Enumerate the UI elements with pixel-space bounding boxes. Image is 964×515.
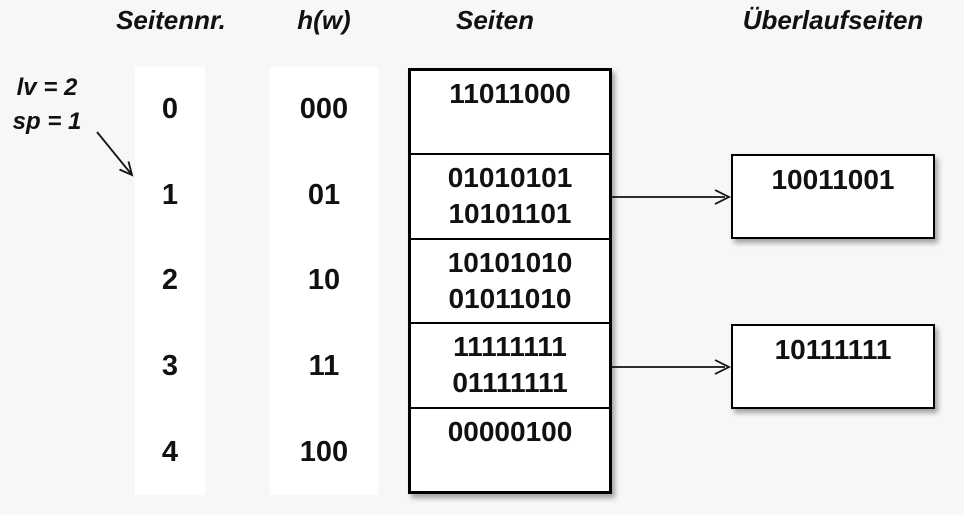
overflow-arrow-row1-icon [612,189,732,205]
state-annotation: lv = 2 sp = 1 [0,71,94,139]
split-pointer-arrow-icon [96,131,134,177]
page-number: 4 [161,435,179,468]
page-cell-1: 01010101 10101101 [411,155,609,240]
header-ueberlaufseiten: Überlaufseiten [742,5,924,35]
record-value: 10101010 [447,246,573,278]
hash-value: 11 [308,350,340,383]
page-cell-0: 11011000 [411,71,609,156]
hash-value: 000 [299,93,349,126]
hash-value-column: 000 01 10 11 100 [270,67,378,495]
overflow-page-2: 10111111 [731,324,935,409]
header-hash-function: h(w) [297,5,351,35]
overflow-arrow-row3-icon [612,359,732,375]
page-cell-4: 00000100 [411,409,609,491]
record-value: 01111111 [452,367,568,399]
record-value: 10111111 [774,334,892,365]
page-cell-3: 11111111 01111111 [411,324,609,409]
page-number-column: 0 1 2 3 4 [135,67,205,495]
page-cell-2: 10101010 01011010 [411,240,609,325]
pages-box: 11011000 01010101 10101101 10101010 0101… [408,68,612,494]
record-value: 01010101 [447,162,573,194]
record-value: 11111111 [453,331,567,363]
page-number: 0 [161,93,179,126]
record-value: 10011001 [771,164,895,195]
level-value: lv = 2 [16,74,78,101]
record-value: 00000100 [447,415,573,447]
page-number: 1 [161,178,179,211]
header-seiten: Seiten [455,5,535,35]
hash-value: 01 [307,178,341,211]
overflow-page-1: 10011001 [731,154,935,239]
record-value: 11011000 [449,78,571,109]
hash-value: 100 [299,435,349,468]
record-value: 10101101 [448,198,572,230]
page-number: 2 [161,264,179,297]
page-number: 3 [161,350,179,383]
hash-value: 10 [307,264,341,297]
split-pointer-value: sp = 1 [12,108,82,135]
header-seitennr: Seitennr. [116,5,226,35]
record-value: 01011010 [448,282,572,314]
